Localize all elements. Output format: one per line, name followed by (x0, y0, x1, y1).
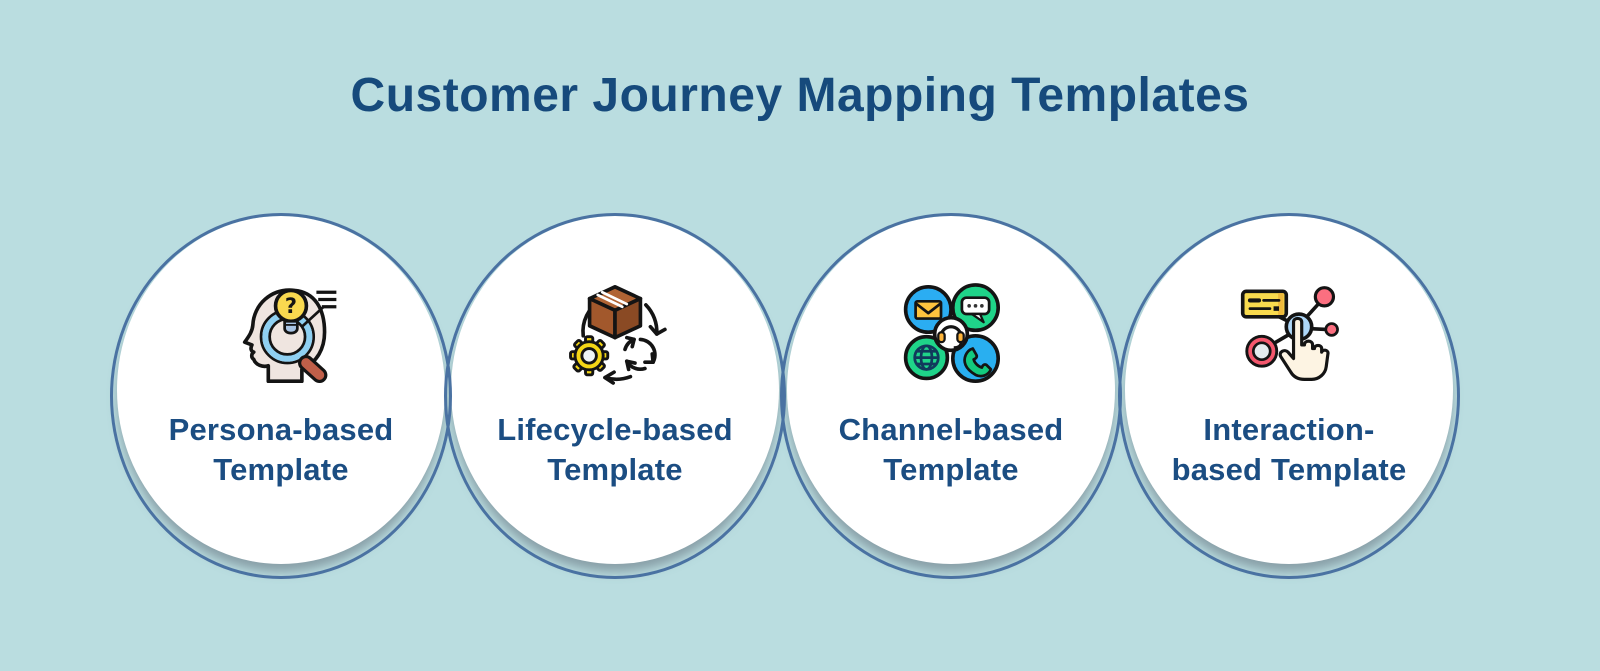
card-body: Lifecycle-based Template (451, 216, 779, 564)
persona-research-icon: ? (222, 278, 340, 390)
interaction-tap-icon (1230, 278, 1348, 390)
card-label-line: Template (213, 452, 349, 487)
card-label-line: Interaction- (1203, 412, 1375, 447)
template-card-interaction: Interaction- based Template (1118, 213, 1460, 579)
card-label-line: based Template (1171, 452, 1407, 487)
template-card-lifecycle: Lifecycle-based Template (444, 213, 786, 579)
page-title: Customer Journey Mapping Templates (350, 69, 1250, 122)
card-label: Interaction- based Template (1172, 410, 1407, 490)
card-label-line: Lifecycle-based (497, 412, 733, 447)
template-card-persona: ? Persona-based Template (110, 213, 452, 579)
card-label-line: Template (547, 452, 683, 487)
card-label-line: Template (883, 452, 1019, 487)
card-label: Persona-based Template (169, 410, 394, 490)
lifecycle-process-icon (556, 278, 674, 390)
communication-channels-icon (892, 278, 1010, 390)
card-label: Channel-based Template (839, 410, 1064, 490)
svg-text:?: ? (285, 294, 297, 318)
card-body: ? Persona-based Template (117, 216, 445, 564)
card-label-line: Channel-based (838, 412, 1064, 447)
card-label-line: Persona-based (168, 412, 394, 447)
template-card-channel: Channel-based Template (780, 213, 1122, 579)
card-body: Interaction- based Template (1125, 216, 1453, 564)
card-body: Channel-based Template (787, 216, 1115, 564)
card-label: Lifecycle-based Template (497, 410, 733, 490)
